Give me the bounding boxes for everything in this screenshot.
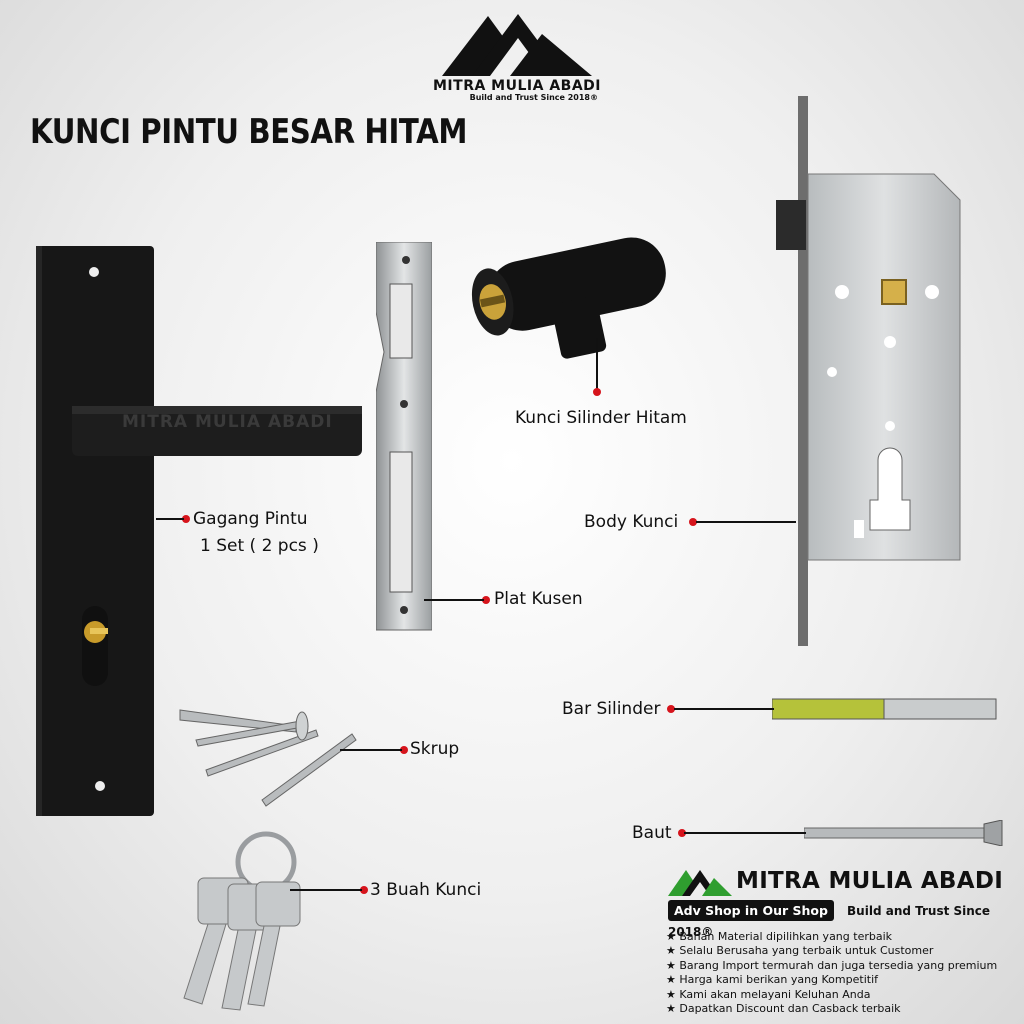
logo-name: MITRA MULIA ABADI (433, 78, 601, 94)
strike-plate-image (375, 241, 433, 632)
callout-dot-kunci (360, 886, 368, 894)
callout-dot-gagang (182, 515, 190, 523)
callout-line-gagang (156, 518, 184, 520)
label-gagang-pintu: Gagang Pintu (193, 509, 308, 529)
brand-logo-top: MITRA MULIA ABADI Build and Trust Since … (432, 8, 602, 102)
logo-tagline: Build and Trust Since 2018® (469, 93, 598, 102)
bar-cylinder-image (771, 697, 998, 721)
feature-item: ★ Selalu Berusaha yang terbaik untuk Cus… (666, 944, 934, 958)
callout-line-kunci (290, 889, 362, 891)
callout-dot-bar (667, 705, 675, 713)
callout-line-body (696, 521, 796, 523)
feature-item: ★ Dapatkan Discount dan Casback terbaik (666, 1002, 901, 1016)
callout-dot-body (689, 518, 697, 526)
bolt-image (803, 819, 1004, 847)
label-plat-kusen: Plat Kusen (494, 589, 583, 609)
screws-image (176, 700, 362, 810)
label-skrup: Skrup (410, 739, 460, 759)
mountain-logo-icon (442, 14, 592, 76)
feature-item: ★ Kami akan melayani Keluhan Anda (666, 987, 871, 1001)
label-body-kunci: Body Kunci (584, 512, 679, 532)
brand-tagline: Build and Trust Since 2018® (668, 904, 991, 939)
label-baut: Baut (632, 823, 672, 843)
callout-dot-skrup (400, 746, 408, 754)
feature-item: ★ Bahan Material dipilihkan yang terbaik (666, 930, 893, 943)
page-title: KUNCI PINTU BESAR HITAM (30, 112, 468, 152)
lock-body-image (774, 96, 964, 646)
brand-name: MITRA MULIA ABADI (736, 868, 1004, 894)
label-bar-silinder: Bar Silinder (562, 699, 661, 719)
callout-dot-baut (678, 829, 686, 837)
callout-line-bar (674, 708, 774, 710)
callout-line-silinder (596, 338, 598, 390)
door-handle-image (36, 246, 156, 816)
cylinder-lock-image (468, 210, 678, 370)
callout-dot-plat (482, 596, 490, 604)
label-kunci-silinder: Kunci Silinder Hitam (515, 408, 687, 428)
handle-watermark: MITRA MULIA ABADI (122, 412, 333, 432)
feature-item: ★ Harga kami berikan yang Kompetitif (666, 973, 878, 987)
callout-line-baut (684, 832, 806, 834)
label-gagang-set: 1 Set ( 2 pcs ) (200, 536, 319, 556)
lever-handle: MITRA MULIA ABADI (72, 400, 362, 460)
callout-dot-silinder (593, 388, 601, 396)
label-3-buah-kunci: 3 Buah Kunci (370, 880, 482, 900)
keys-image (168, 828, 308, 1014)
green-mountain-logo-icon (668, 870, 732, 896)
callout-line-skrup (340, 749, 402, 751)
feature-list: ★ Bahan Material dipilihkan yang terbaik… (666, 930, 997, 1016)
callout-line-plat (424, 599, 484, 601)
brand-block: MITRA MULIA ABADI Adv Shop in Our Shop B… (668, 866, 1024, 940)
feature-item: ★ Barang Import termurah dan juga tersed… (666, 958, 998, 972)
adv-shop-badge: Adv Shop in Our Shop (668, 900, 834, 921)
